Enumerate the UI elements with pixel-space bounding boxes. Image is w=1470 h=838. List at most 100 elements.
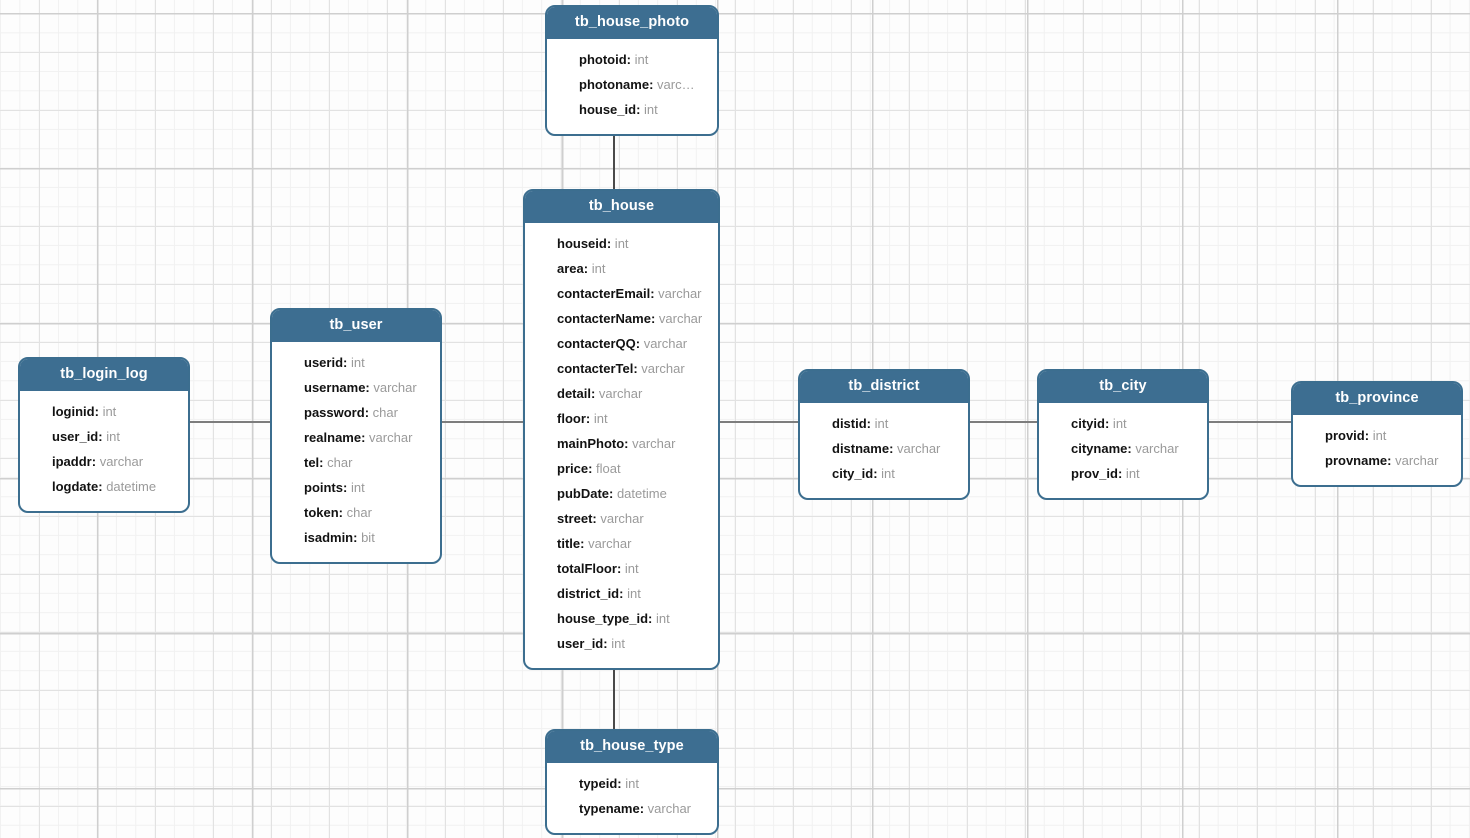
column-type: int — [871, 415, 889, 431]
column-row[interactable]: provname: varchar — [1293, 448, 1461, 473]
entity-table-title-tb_province[interactable]: tb_province — [1293, 383, 1461, 415]
column-type: varc… — [653, 76, 695, 92]
entity-table-title-tb_city[interactable]: tb_city — [1039, 371, 1207, 403]
column-row[interactable]: contacterTel: varchar — [525, 356, 718, 381]
column-row[interactable]: isadmin: bit — [272, 525, 440, 550]
column-row[interactable]: provid: int — [1293, 423, 1461, 448]
column-separator: : — [1364, 427, 1370, 443]
column-row[interactable]: username: varchar — [272, 375, 440, 400]
entity-table-title-tb_house_photo[interactable]: tb_house_photo — [547, 7, 717, 39]
relationship-line-tb_house-to-tb_house_type[interactable] — [613, 665, 615, 730]
column-row[interactable]: pubDate: datetime — [525, 481, 718, 506]
column-name: isadmin — [304, 529, 354, 545]
column-separator: : — [603, 635, 608, 651]
column-separator: : — [617, 775, 622, 791]
column-name: userid — [304, 354, 344, 370]
column-row[interactable]: house_type_id: int — [525, 606, 718, 631]
column-name: token — [304, 504, 339, 520]
column-separator: : — [590, 385, 596, 401]
column-row[interactable]: tel: char — [272, 450, 440, 475]
column-type: int — [640, 101, 658, 117]
column-type: bit — [357, 529, 375, 545]
column-row[interactable]: password: char — [272, 400, 440, 425]
column-row[interactable]: title: varchar — [525, 531, 718, 556]
column-separator: : — [1104, 415, 1110, 431]
column-type: int — [652, 610, 670, 626]
column-row[interactable]: totalFloor: int — [525, 556, 718, 581]
entity-table-title-tb_user[interactable]: tb_user — [272, 310, 440, 342]
column-row[interactable]: distname: varchar — [800, 436, 968, 461]
column-separator: : — [606, 235, 612, 251]
column-row[interactable]: ipaddr: varchar — [20, 449, 188, 474]
column-row[interactable]: user_id: int — [20, 424, 188, 449]
column-row[interactable]: cityid: int — [1039, 411, 1207, 436]
column-row[interactable]: floor: int — [525, 406, 718, 431]
column-separator: : — [1387, 452, 1392, 468]
column-type: int — [588, 260, 606, 276]
column-separator: : — [650, 285, 655, 301]
column-row[interactable]: photoname: varc… — [547, 72, 717, 97]
column-row[interactable]: typeid: int — [547, 771, 717, 796]
column-name: city_id — [832, 465, 874, 481]
entity-table-title-tb_house[interactable]: tb_house — [525, 191, 718, 223]
column-row[interactable]: house_id: int — [547, 97, 717, 122]
column-row[interactable]: houseid: int — [525, 231, 718, 256]
column-type: int — [1122, 465, 1140, 481]
column-row[interactable]: street: varchar — [525, 506, 718, 531]
column-row[interactable]: loginid: int — [20, 399, 188, 424]
column-row[interactable]: mainPhoto: varchar — [525, 431, 718, 456]
relationship-line-tb_house-to-tb_district[interactable] — [719, 421, 799, 423]
relationship-line-tb_login_log-to-tb_user[interactable] — [189, 421, 271, 423]
column-type: varchar — [1131, 440, 1179, 456]
column-row[interactable]: user_id: int — [525, 631, 718, 656]
column-row[interactable]: typename: varchar — [547, 796, 717, 821]
column-name: contacterName — [557, 310, 651, 326]
relationship-line-tb_house_photo-to-tb_house[interactable] — [613, 130, 615, 190]
column-separator: : — [649, 76, 654, 92]
column-row[interactable]: realname: varchar — [272, 425, 440, 450]
entity-table-title-tb_house_type[interactable]: tb_house_type — [547, 731, 717, 763]
column-name: typename — [579, 800, 640, 816]
column-row[interactable]: userid: int — [272, 350, 440, 375]
entity-table-title-tb_login_log[interactable]: tb_login_log — [20, 359, 188, 391]
column-type: int — [1109, 415, 1127, 431]
relationship-line-tb_city-to-tb_province[interactable] — [1208, 421, 1292, 423]
column-row[interactable]: price: float — [525, 456, 718, 481]
column-row[interactable]: logdate: datetime — [20, 474, 188, 499]
relationship-line-tb_user-to-tb_house[interactable] — [441, 421, 524, 423]
column-row[interactable]: contacterName: varchar — [525, 306, 718, 331]
column-type: varchar — [655, 310, 703, 326]
entity-table-title-tb_district[interactable]: tb_district — [800, 371, 968, 403]
relationship-line-tb_district-to-tb_city[interactable] — [969, 421, 1038, 423]
column-row[interactable]: city_id: int — [800, 461, 968, 486]
column-row[interactable]: cityname: varchar — [1039, 436, 1207, 461]
column-row[interactable]: prov_id: int — [1039, 461, 1207, 486]
column-row[interactable]: area: int — [525, 256, 718, 281]
column-row[interactable]: district_id: int — [525, 581, 718, 606]
column-type: datetime — [102, 478, 157, 494]
column-type: int — [623, 585, 641, 601]
column-type: varchar — [654, 285, 702, 301]
column-type: char — [323, 454, 353, 470]
column-row[interactable]: distid: int — [800, 411, 968, 436]
column-row[interactable]: detail: varchar — [525, 381, 718, 406]
column-row[interactable]: photoid: int — [547, 47, 717, 72]
column-separator: : — [364, 404, 370, 420]
column-row[interactable]: token: char — [272, 500, 440, 525]
column-row[interactable]: contacterEmail: varchar — [525, 281, 718, 306]
column-row[interactable]: points: int — [272, 475, 440, 500]
column-row[interactable]: contacterQQ: varchar — [525, 331, 718, 356]
column-type: varchar — [369, 379, 417, 395]
column-name: title — [557, 535, 581, 551]
